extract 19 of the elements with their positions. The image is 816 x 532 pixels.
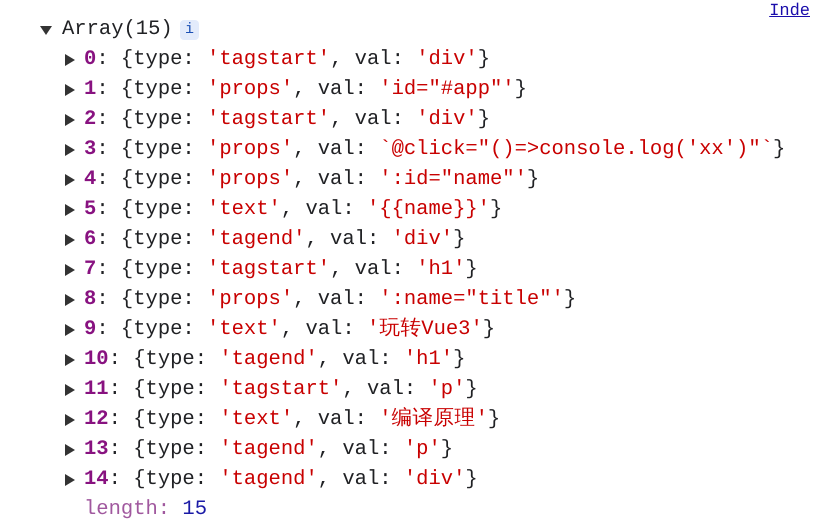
array-entry: 4: {type: 'props', val: ':id="name"'} xyxy=(84,167,540,193)
array-entry: 8: {type: 'props', val: ':name="title"'} xyxy=(84,287,576,313)
array-entry: 9: {type: 'text', val: '玩转Vue3'} xyxy=(84,316,496,343)
array-entry: 13: {type: 'tagend', val: 'p'} xyxy=(84,437,454,463)
array-entry: 3: {type: 'props', val: `@click="()=>console.log('xx')"`} xyxy=(84,137,786,163)
source-link: Inde xyxy=(769,2,810,22)
array-entry: 14: {type: 'tagend', val: 'div'} xyxy=(84,467,478,493)
array-entry: 2: {type: 'tagstart', val: 'div'} xyxy=(84,107,490,133)
array-entry: 1: {type: 'props', val: 'id="#app"'} xyxy=(84,77,527,103)
array-entry: 5: {type: 'text', val: '{{name}}'} xyxy=(84,197,502,223)
array-header: Array(15) xyxy=(62,17,173,43)
length-property: length: 15 xyxy=(84,497,208,523)
array-entry: 11: {type: 'tagstart', val: 'p'} xyxy=(84,377,478,403)
array-entry: 7: {type: 'tagstart', val: 'h1'} xyxy=(84,257,478,283)
array-entry: 0: {type: 'tagstart', val: 'div'} xyxy=(84,47,490,73)
array-entry: 10: {type: 'tagend', val: 'h1'} xyxy=(84,347,466,373)
array-entry: 6: {type: 'tagend', val: 'div'} xyxy=(84,227,466,253)
array-entry: 12: {type: 'text', val: '编译原理'} xyxy=(84,406,500,433)
info-badge: i xyxy=(180,20,200,40)
